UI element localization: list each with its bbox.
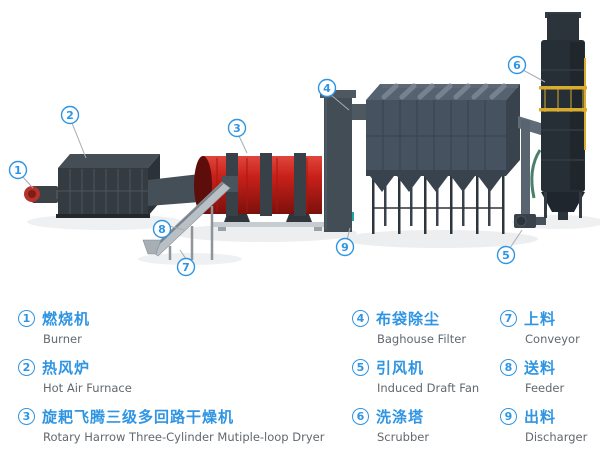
legend-en-label: Baghouse Filter (377, 332, 467, 346)
legend-column-1: 1 燃烧机 Burner 2 热风炉 Hot Air Furnace 3 旋耙飞… (18, 308, 350, 455)
legend-column-3: 7 上料 Conveyor 8 送料 Feeder 9 出料 Discharge… (500, 308, 598, 455)
callout-7: 7 (176, 257, 196, 277)
legend-en-label: Feeder (525, 381, 565, 395)
legend-en-label: Burner (43, 332, 82, 346)
legend-item-induced-draft-fan: 5 引风机 Induced Draft Fan (352, 357, 500, 395)
legend-zh-label: 布袋除尘 (376, 310, 441, 328)
callout-4: 4 (317, 78, 337, 98)
svg-text:3: 3 (233, 122, 241, 135)
legend-item-hot-air-furnace: 2 热风炉 Hot Air Furnace (18, 357, 350, 395)
svg-text:8: 8 (158, 223, 166, 236)
legend-zh-label: 热风炉 (42, 359, 91, 377)
svg-text:2: 2 (66, 109, 74, 122)
legend-num-badge: 9 (500, 408, 517, 425)
legend-item-discharger: 9 出料 Discharger (500, 406, 598, 444)
legend-item-burner: 1 燃烧机 Burner (18, 308, 350, 346)
legend-item-rotary-dryer: 3 旋耙飞腾三级多回路干燥机 Rotary Harrow Three-Cylin… (18, 406, 350, 444)
callout-2: 2 (60, 105, 80, 125)
legend-zh-label: 引风机 (376, 359, 425, 377)
furnace-duct (148, 174, 200, 206)
legend-item-feeder: 8 送料 Feeder (500, 357, 598, 395)
legend-num-badge: 4 (352, 310, 369, 327)
legend-en-label: Scrubber (377, 430, 430, 444)
legend-en-label: Rotary Harrow Three-Cylinder Mutiple-loo… (43, 430, 325, 444)
legend: 1 燃烧机 Burner 2 热风炉 Hot Air Furnace 3 旋耙飞… (0, 300, 600, 450)
callouts: 1 2 3 4 5 6 7 8 (8, 55, 527, 277)
baghouse-scrubber-pipe (518, 116, 544, 216)
callout-5: 5 (496, 245, 516, 265)
svg-text:1: 1 (14, 164, 22, 177)
svg-text:4: 4 (323, 82, 331, 95)
legend-num-badge: 6 (352, 408, 369, 425)
legend-zh-label: 旋耙飞腾三级多回路干燥机 (42, 408, 235, 426)
legend-zh-label: 出料 (524, 408, 557, 426)
callout-3: 3 (227, 118, 247, 138)
legend-num-badge: 7 (500, 310, 517, 327)
legend-item-baghouse-filter: 4 布袋除尘 Baghouse Filter (352, 308, 500, 346)
scrubber (530, 12, 587, 220)
callout-8: 8 (152, 219, 172, 239)
legend-item-conveyor: 7 上料 Conveyor (500, 308, 598, 346)
legend-num-badge: 5 (352, 359, 369, 376)
svg-text:9: 9 (341, 241, 349, 254)
callout-1: 1 (8, 160, 28, 180)
legend-zh-label: 洗涤塔 (376, 408, 425, 426)
leader-lines (21, 69, 546, 260)
induced-draft-fan (514, 214, 546, 228)
callout-6: 6 (507, 55, 527, 75)
legend-column-2: 4 布袋除尘 Baghouse Filter 5 引风机 Induced Dra… (352, 308, 500, 455)
legend-en-label: Discharger (525, 430, 588, 444)
hot-air-furnace (56, 154, 160, 218)
legend-num-badge: 3 (18, 408, 35, 425)
legend-item-scrubber: 6 洗涤塔 Scrubber (352, 406, 500, 444)
feed-conveyor (142, 176, 238, 260)
legend-zh-label: 上料 (524, 310, 557, 328)
legend-num-badge: 1 (18, 310, 35, 327)
baghouse-filter (366, 83, 520, 234)
legend-en-label: Conveyor (525, 332, 580, 346)
legend-en-label: Hot Air Furnace (43, 381, 132, 395)
equipment-diagram: 1 2 3 4 5 6 7 8 (8, 12, 600, 277)
legend-en-label: Induced Draft Fan (377, 381, 480, 395)
legend-zh-label: 燃烧机 (42, 310, 91, 328)
svg-text:6: 6 (513, 59, 521, 72)
svg-text:5: 5 (502, 249, 510, 262)
discharge-duct (320, 90, 368, 232)
svg-text:7: 7 (182, 261, 190, 274)
legend-num-badge: 8 (500, 359, 517, 376)
legend-zh-label: 送料 (524, 359, 557, 377)
callout-9: 9 (335, 237, 355, 257)
legend-num-badge: 2 (18, 359, 35, 376)
